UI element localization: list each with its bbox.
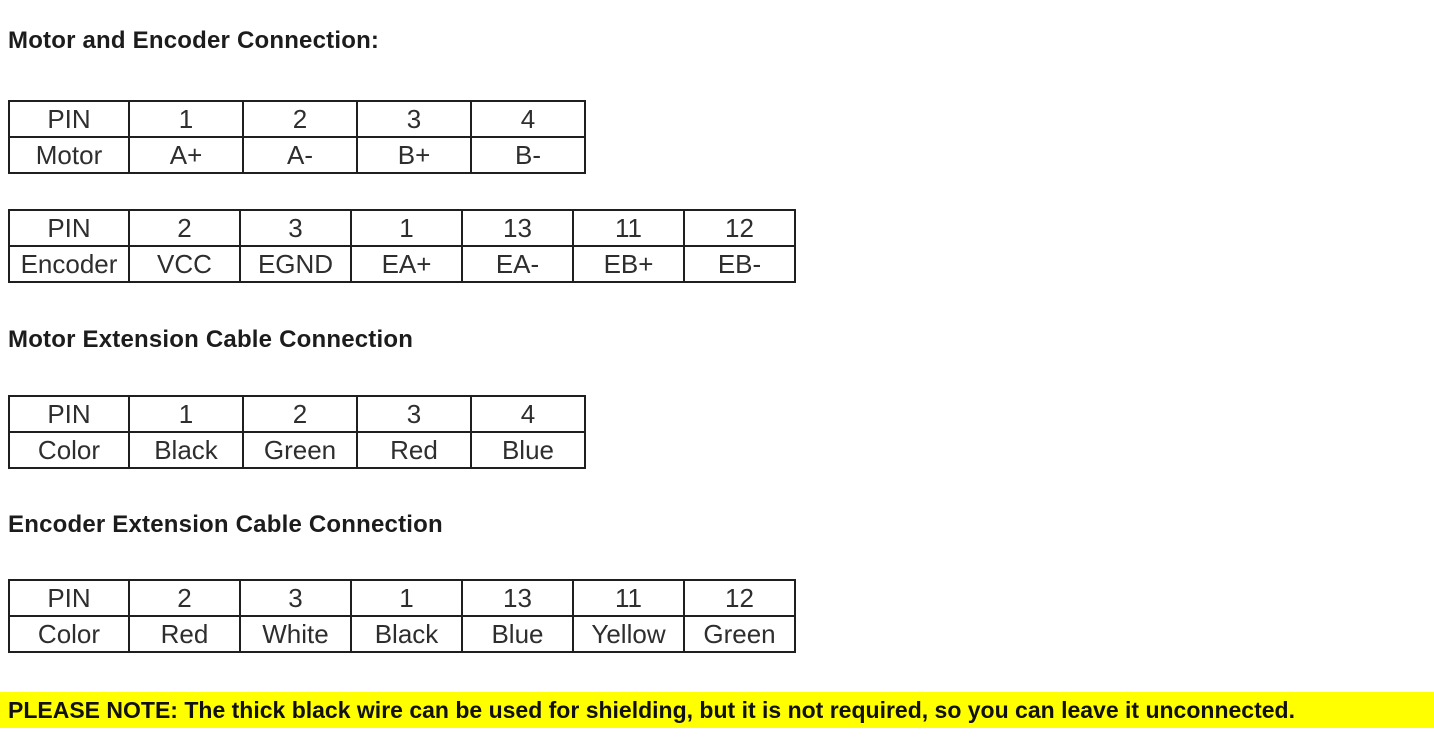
- wire-color-cell: White: [239, 615, 352, 653]
- encoder-signal-cell: VCC: [128, 245, 241, 283]
- table-row: Motor A+ A- B+ B-: [8, 136, 586, 174]
- pin-number-cell: 1: [350, 209, 463, 247]
- pin-number-cell: 1: [128, 100, 244, 138]
- table-row: Encoder VCC EGND EA+ EA- EB+ EB-: [8, 245, 796, 283]
- wire-color-cell: Red: [128, 615, 241, 653]
- motor-signal-cell: A-: [242, 136, 358, 174]
- pin-number-cell: 12: [683, 209, 796, 247]
- pin-number-cell: 3: [239, 209, 352, 247]
- pin-row-label: PIN: [8, 579, 130, 617]
- wire-color-cell: Black: [350, 615, 463, 653]
- note-highlight-bar: PLEASE NOTE: The thick black wire can be…: [0, 692, 1434, 728]
- pin-number-cell: 3: [356, 100, 472, 138]
- motor-pin-table: PIN 1 2 3 4 Motor A+ A- B+ B-: [8, 100, 586, 174]
- wire-color-cell: Green: [683, 615, 796, 653]
- motor-signal-cell: A+: [128, 136, 244, 174]
- encoder-pin-table: PIN 2 3 1 13 11 12 Encoder VCC EGND EA+ …: [8, 209, 796, 283]
- pin-number-cell: 2: [242, 395, 358, 433]
- motor-signal-cell: B-: [470, 136, 586, 174]
- pin-number-cell: 11: [572, 209, 685, 247]
- motor-extension-color-table: PIN 1 2 3 4 Color Black Green Red Blue: [8, 395, 586, 469]
- section-heading-motor-extension-cable: Motor Extension Cable Connection: [8, 326, 414, 353]
- table-row: PIN 1 2 3 4: [8, 100, 586, 138]
- encoder-extension-color-table: PIN 2 3 1 13 11 12 Color Red White Black…: [8, 579, 796, 653]
- color-row-label: Color: [8, 431, 130, 469]
- table-row: Color Red White Black Blue Yellow Green: [8, 615, 796, 653]
- wire-color-cell: Red: [356, 431, 472, 469]
- pin-row-label: PIN: [8, 209, 130, 247]
- motor-row-label: Motor: [8, 136, 130, 174]
- pin-number-cell: 3: [356, 395, 472, 433]
- pin-number-cell: 1: [350, 579, 463, 617]
- pin-number-cell: 3: [239, 579, 352, 617]
- pin-number-cell: 12: [683, 579, 796, 617]
- encoder-signal-cell: EGND: [239, 245, 352, 283]
- pin-number-cell: 11: [572, 579, 685, 617]
- pin-number-cell: 1: [128, 395, 244, 433]
- encoder-signal-cell: EB-: [683, 245, 796, 283]
- pin-row-label: PIN: [8, 100, 130, 138]
- encoder-signal-cell: EA+: [350, 245, 463, 283]
- color-row-label: Color: [8, 615, 130, 653]
- wire-color-cell: Black: [128, 431, 244, 469]
- table-row: PIN 2 3 1 13 11 12: [8, 209, 796, 247]
- section-heading-motor-encoder-connection: Motor and Encoder Connection:: [8, 27, 380, 54]
- pin-number-cell: 2: [242, 100, 358, 138]
- motor-signal-cell: B+: [356, 136, 472, 174]
- encoder-signal-cell: EA-: [461, 245, 574, 283]
- table-row: PIN 2 3 1 13 11 12: [8, 579, 796, 617]
- table-row: Color Black Green Red Blue: [8, 431, 586, 469]
- pin-number-cell: 2: [128, 579, 241, 617]
- encoder-signal-cell: EB+: [572, 245, 685, 283]
- table-row: PIN 1 2 3 4: [8, 395, 586, 433]
- pin-number-cell: 13: [461, 209, 574, 247]
- wire-color-cell: Yellow: [572, 615, 685, 653]
- pin-row-label: PIN: [8, 395, 130, 433]
- encoder-row-label: Encoder: [8, 245, 130, 283]
- pin-number-cell: 13: [461, 579, 574, 617]
- pin-number-cell: 2: [128, 209, 241, 247]
- wire-color-cell: Blue: [470, 431, 586, 469]
- pin-number-cell: 4: [470, 100, 586, 138]
- wire-color-cell: Green: [242, 431, 358, 469]
- note-text: PLEASE NOTE: The thick black wire can be…: [8, 696, 1295, 723]
- pin-number-cell: 4: [470, 395, 586, 433]
- section-heading-encoder-extension-cable: Encoder Extension Cable Connection: [8, 511, 443, 538]
- wire-color-cell: Blue: [461, 615, 574, 653]
